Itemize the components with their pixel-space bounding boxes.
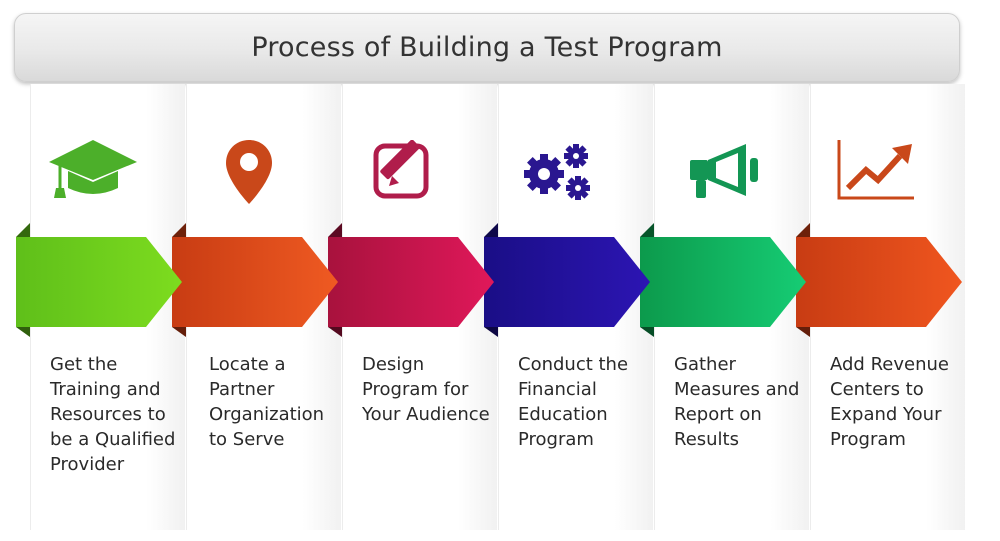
step-text-3: Design Program for Your Audience [362, 354, 490, 425]
process-arrow-1 [16, 237, 182, 327]
process-arrow-4 [484, 237, 650, 327]
arrow-fold-1 [16, 223, 30, 237]
graduation-cap-icon [49, 140, 137, 198]
arrow-fold-5 [640, 223, 654, 237]
arrow-fold-4 [484, 223, 498, 237]
gears-icon [524, 144, 590, 200]
arrow-shadow-5 [640, 327, 654, 337]
arrow-fold-3 [328, 223, 342, 237]
location-pin-icon [226, 140, 272, 204]
edit-pencil-icon [373, 140, 429, 199]
arrow-fold-2 [172, 223, 186, 237]
arrow-shadow-1 [16, 327, 30, 337]
step-text-2: Locate a Partner Organization to Serve [209, 354, 325, 450]
arrow-fold-6 [796, 223, 810, 237]
title-banner: Process of Building a Test Program [14, 13, 960, 82]
arrow-shadow-6 [796, 327, 810, 337]
step-text-4: Conduct the Financial Education Program [518, 354, 629, 450]
step-text-5: Gather Measures and Report on Results [674, 354, 800, 450]
step-text-6: Add Revenue Centers to Expand Your Progr… [830, 354, 949, 450]
arrow-shadow-3 [328, 327, 342, 337]
arrow-shadow-4 [484, 327, 498, 337]
arrow-shadow-2 [172, 327, 186, 337]
diagram-title: Process of Building a Test Program [251, 32, 723, 63]
process-arrow-3 [328, 237, 494, 327]
process-arrow-2 [172, 237, 338, 327]
process-arrow-6 [796, 237, 962, 327]
megaphone-icon [690, 144, 758, 198]
process-arrow-5 [640, 237, 806, 327]
trend-chart-icon [837, 140, 914, 200]
step-text-1: Get the Training and Resources to be a Q… [50, 354, 176, 475]
